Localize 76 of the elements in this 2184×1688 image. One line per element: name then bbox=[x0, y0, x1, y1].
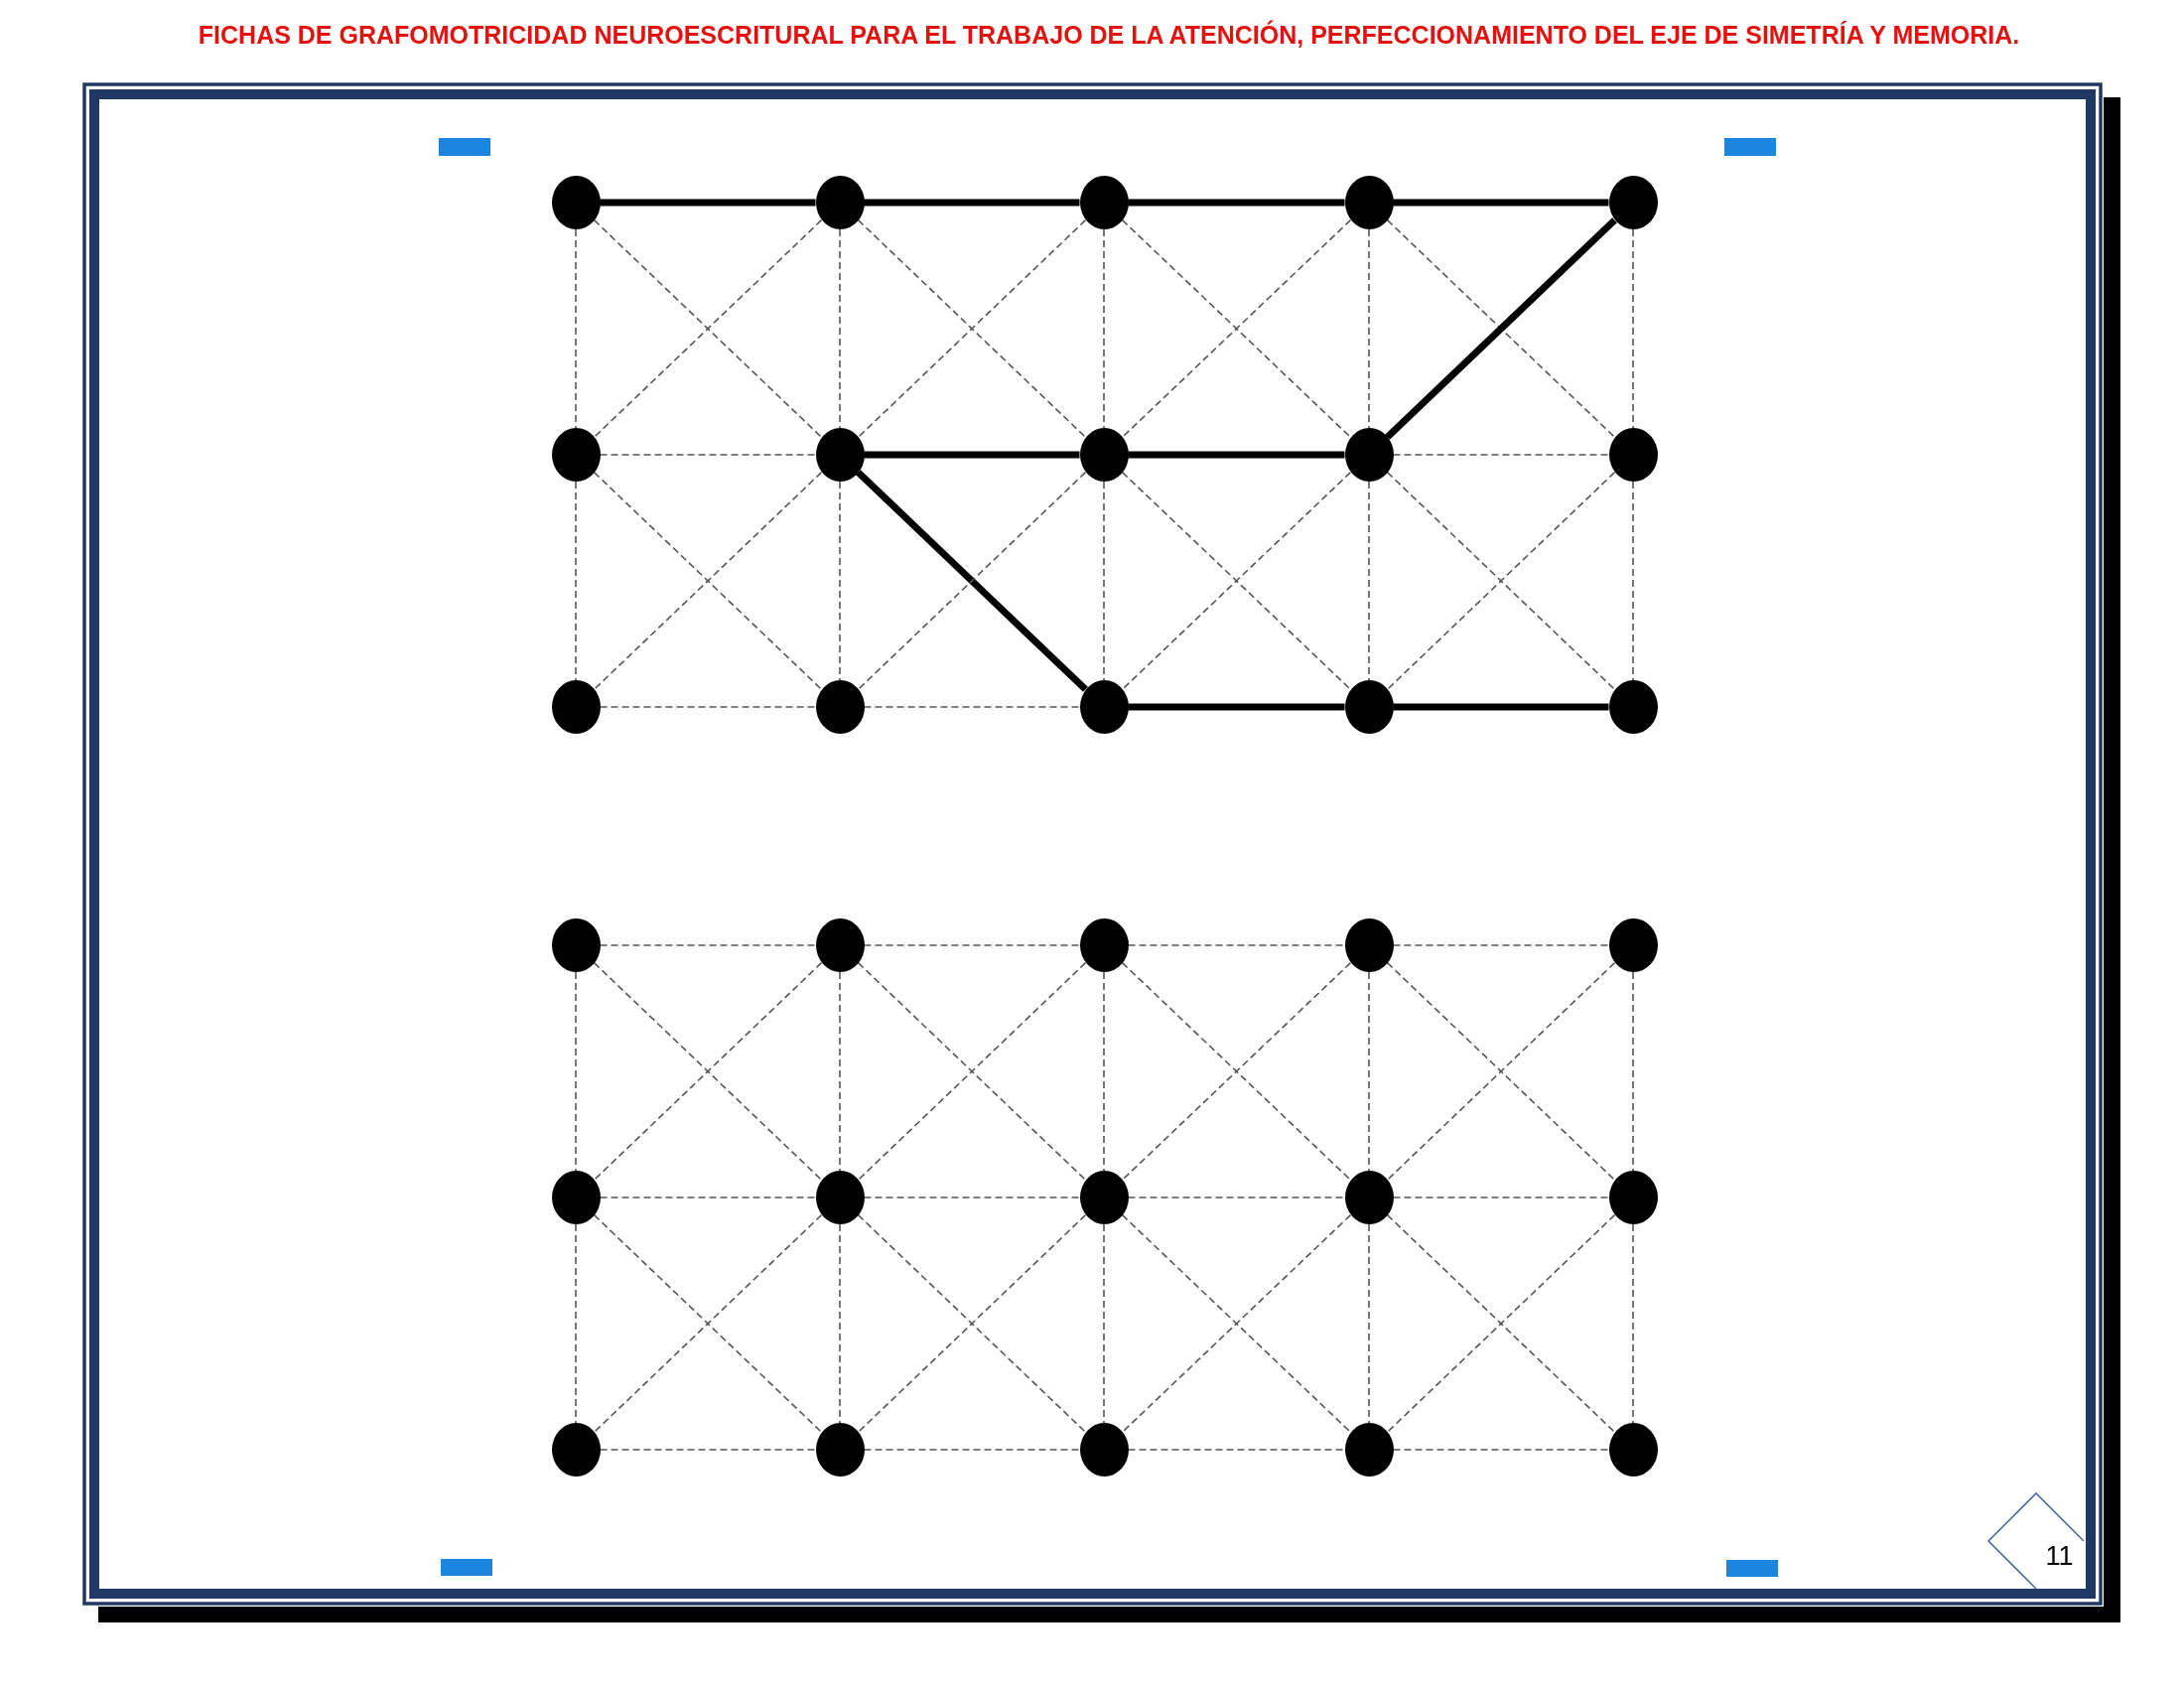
dot bbox=[551, 918, 601, 972]
dashed-line bbox=[1127, 1196, 1346, 1198]
dashed-line bbox=[1392, 1196, 1610, 1198]
dashed-line bbox=[839, 481, 841, 681]
dot bbox=[1608, 176, 1658, 229]
thick-line bbox=[1393, 199, 1609, 207]
dot bbox=[1079, 176, 1129, 229]
dashed-line bbox=[1127, 1449, 1346, 1451]
dot bbox=[1079, 1171, 1129, 1224]
dot bbox=[1344, 1423, 1394, 1477]
dashed-line bbox=[1103, 481, 1105, 681]
page-title: FICHAS DE GRAFOMOTRICIDAD NEUROESCRITURAL PARA EL TRABAJO DE LA ATENCIÓN, PERFECCIONAMIENTO DEL EJE DE SIMETRÍA Y MEMORIA. bbox=[198, 20, 2020, 50]
dashed-line bbox=[599, 706, 817, 708]
dashed-line bbox=[863, 706, 1081, 708]
dashed-line bbox=[863, 944, 1081, 946]
dot bbox=[551, 680, 601, 734]
dot bbox=[1344, 176, 1394, 229]
dot bbox=[815, 176, 865, 229]
thick-line bbox=[1128, 703, 1345, 711]
thick-line bbox=[864, 451, 1080, 459]
dashed-line bbox=[575, 971, 577, 1172]
dashed-line bbox=[863, 1196, 1081, 1198]
dot bbox=[1608, 1423, 1658, 1477]
dot bbox=[551, 1171, 601, 1224]
dashed-line bbox=[839, 228, 841, 429]
dashed-line bbox=[1392, 454, 1610, 456]
dot bbox=[1079, 680, 1129, 734]
thick-line bbox=[864, 199, 1080, 207]
dot bbox=[815, 918, 865, 972]
dot bbox=[815, 1171, 865, 1224]
dashed-line bbox=[839, 971, 841, 1172]
dashed-line bbox=[1103, 971, 1105, 1172]
dot bbox=[815, 1423, 865, 1477]
dot bbox=[551, 176, 601, 229]
dashed-line bbox=[1392, 1449, 1610, 1451]
dashed-line bbox=[1368, 1223, 1370, 1424]
dot bbox=[1608, 918, 1658, 972]
dot bbox=[1608, 428, 1658, 482]
dashed-line bbox=[599, 1449, 817, 1451]
dashed-line bbox=[1632, 481, 1634, 681]
dot bbox=[1608, 1171, 1658, 1224]
page-number: 11 bbox=[2045, 1542, 2074, 1570]
thick-line bbox=[600, 199, 816, 207]
dot bbox=[1079, 1423, 1129, 1477]
dashed-line bbox=[575, 228, 577, 429]
dot bbox=[551, 428, 601, 482]
dot bbox=[1344, 1171, 1394, 1224]
dashed-line bbox=[1103, 228, 1105, 429]
dashed-line bbox=[1127, 944, 1346, 946]
dashed-line bbox=[863, 1449, 1081, 1451]
thick-line bbox=[1128, 451, 1345, 459]
dot bbox=[1344, 918, 1394, 972]
dashed-line bbox=[1632, 1223, 1634, 1424]
dot bbox=[815, 428, 865, 482]
dashed-line bbox=[575, 1223, 577, 1424]
dashed-line bbox=[1368, 228, 1370, 429]
dot bbox=[1344, 680, 1394, 734]
dashed-line bbox=[1368, 481, 1370, 681]
dashed-line bbox=[1368, 971, 1370, 1172]
dashed-line bbox=[1632, 971, 1634, 1172]
dashed-line bbox=[575, 481, 577, 681]
dot bbox=[1079, 918, 1129, 972]
thick-line bbox=[1393, 703, 1609, 711]
dot bbox=[551, 1423, 601, 1477]
dashed-line bbox=[1392, 944, 1610, 946]
thick-line bbox=[1128, 199, 1345, 207]
dashed-line bbox=[1632, 228, 1634, 429]
dashed-line bbox=[1103, 1223, 1105, 1424]
dot bbox=[1344, 428, 1394, 482]
dot bbox=[1608, 680, 1658, 734]
dot bbox=[1079, 428, 1129, 482]
dashed-line bbox=[599, 944, 817, 946]
dashed-line bbox=[839, 1223, 841, 1424]
dashed-line bbox=[599, 1196, 817, 1198]
dashed-line bbox=[599, 454, 817, 456]
dot bbox=[815, 680, 865, 734]
